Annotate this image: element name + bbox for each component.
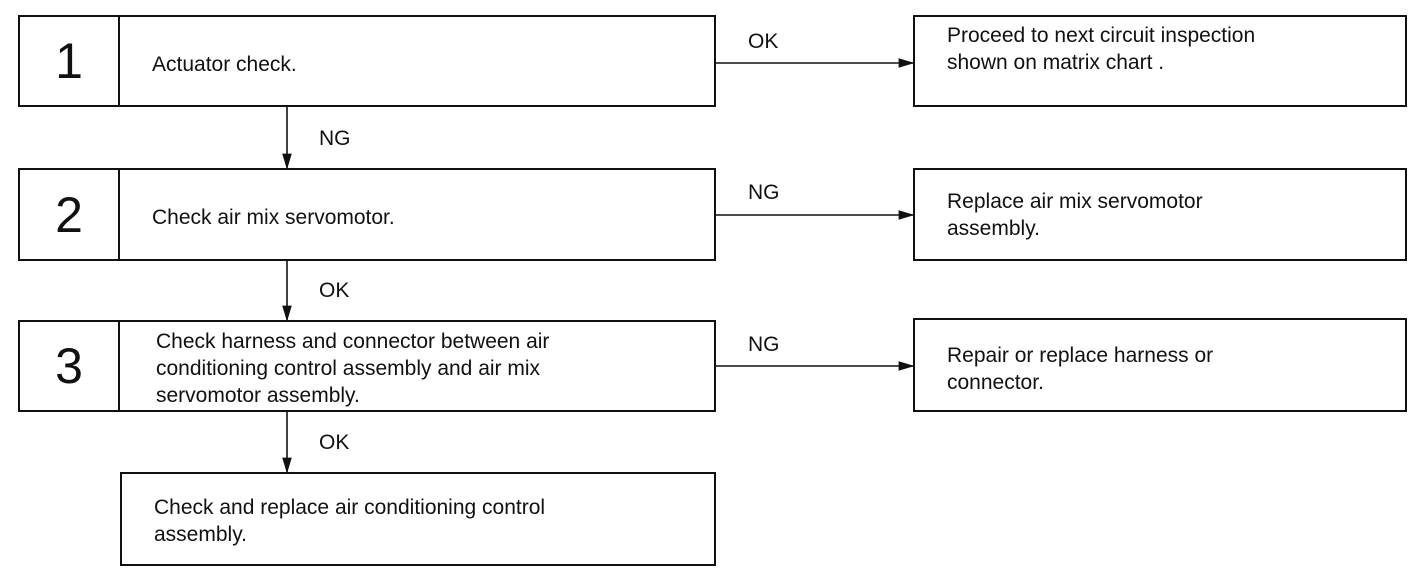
step-box-2: 2 Check air mix servomotor. [18,168,716,261]
step-number-1: 1 [20,17,120,105]
result-box-3: Repair or replace harness or connector. [913,318,1407,412]
result-box-1: Proceed to next circuit inspection shown… [913,15,1407,107]
label-step3-right: NG [748,333,780,356]
final-box: Check and replace air conditioning contr… [120,472,716,566]
step-box-1: 1 Actuator check. [18,15,716,107]
step-text-3: Check harness and connector between air … [156,330,550,407]
result-text-3: Repair or replace harness or connector. [947,344,1214,394]
label-step2-down: OK [319,279,350,302]
result-box-2: Replace air mix servomotor assembly. [913,168,1407,261]
step-box-3: 3 Check harness and connector between ai… [18,320,716,412]
result-text-1: Proceed to next circuit inspection shown… [947,24,1256,74]
step-number-3: 3 [20,322,120,410]
step-number-2: 2 [20,170,120,259]
label-step1-right: OK [748,30,779,53]
result-text-2: Replace air mix servomotor assembly. [947,190,1203,240]
step-text-2: Check air mix servomotor. [152,206,395,229]
label-step3-down: OK [319,431,350,454]
label-step1-down: NG [319,127,351,150]
label-step2-right: NG [748,181,780,204]
step-text-1: Actuator check. [152,53,297,76]
final-text: Check and replace air conditioning contr… [154,496,546,546]
